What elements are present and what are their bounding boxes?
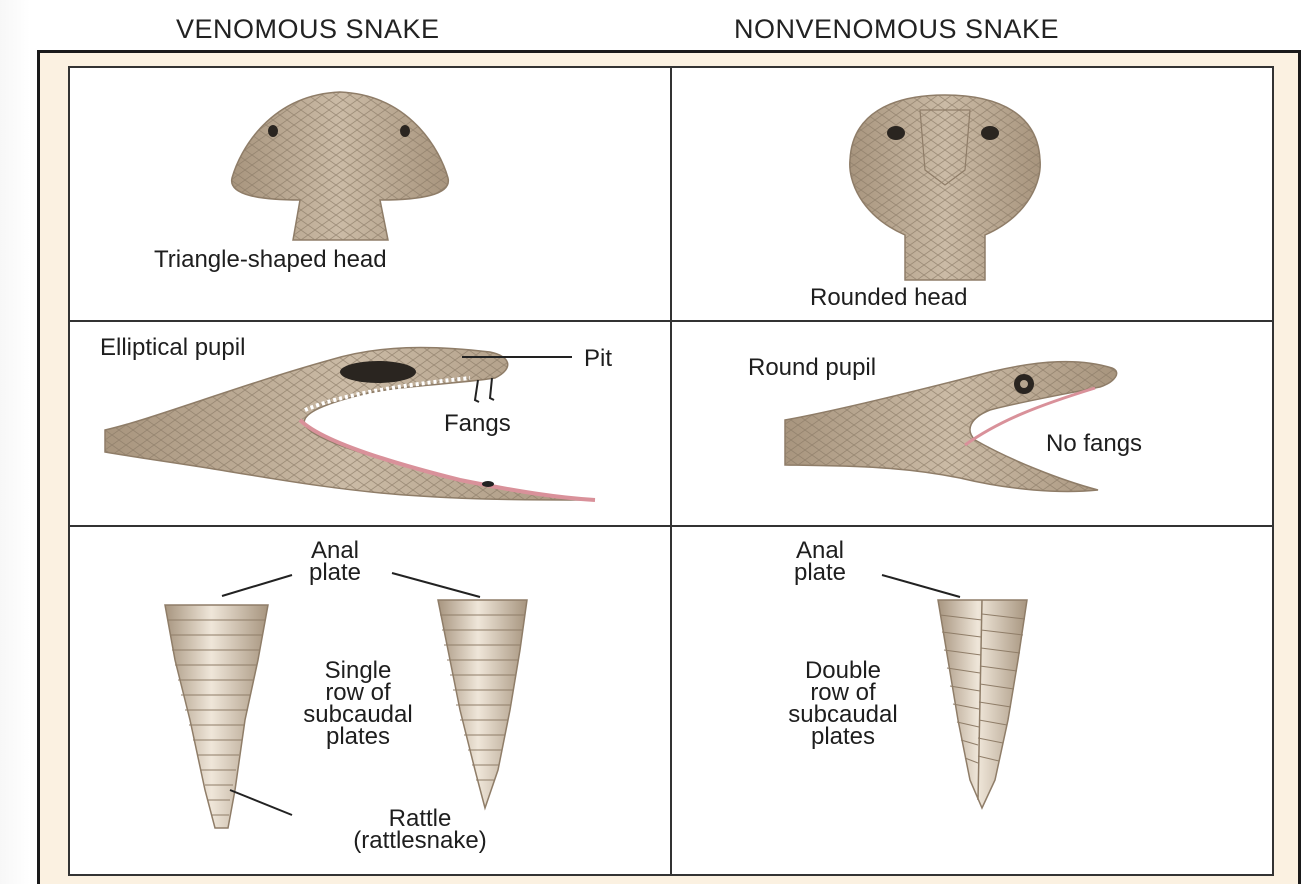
anal-plate-leader-left xyxy=(222,575,292,596)
triangle-head-label: Triangle-shaped head xyxy=(154,248,387,272)
subcaudal-line-4: plates xyxy=(273,726,443,748)
rounded-head-label: Rounded head xyxy=(810,286,967,310)
venomous-tail-left-illustration xyxy=(165,605,268,828)
single-row-subcaudal-label: Single row of subcaudal plates xyxy=(273,660,443,748)
nonvenomous-anal-plate-label: Anal plate xyxy=(785,540,855,584)
rattle-line-2: (rattlesnake) xyxy=(300,830,540,852)
triangle-head-illustration xyxy=(232,92,449,240)
nv-anal-plate-line-2: plate xyxy=(785,562,855,584)
round-pupil-label: Round pupil xyxy=(748,356,876,380)
elliptical-pupil-label: Elliptical pupil xyxy=(100,336,245,360)
rattle-label: Rattle (rattlesnake) xyxy=(300,808,540,852)
nv-subcaudal-line-4: plates xyxy=(745,726,941,748)
double-row-subcaudal-label: Double row of subcaudal plates xyxy=(745,660,941,748)
venomous-tail-right-illustration xyxy=(438,600,527,808)
nonvenomous-side-head-illustration xyxy=(785,362,1117,492)
nonvenomous-anal-plate-leader xyxy=(882,575,960,597)
rounded-head-illustration xyxy=(850,95,1040,280)
no-fangs-label: No fangs xyxy=(1046,432,1142,456)
anal-plate-leader-right xyxy=(392,573,480,597)
nonvenomous-tail-illustration xyxy=(938,600,1027,808)
anal-plate-line-2: plate xyxy=(300,562,370,584)
venomous-side-head-illustration xyxy=(105,347,595,500)
fangs-label: Fangs xyxy=(444,412,511,436)
pit-label: Pit xyxy=(584,347,612,371)
rattle-leader-line xyxy=(230,790,292,815)
venomous-anal-plate-label: Anal plate xyxy=(300,540,370,584)
